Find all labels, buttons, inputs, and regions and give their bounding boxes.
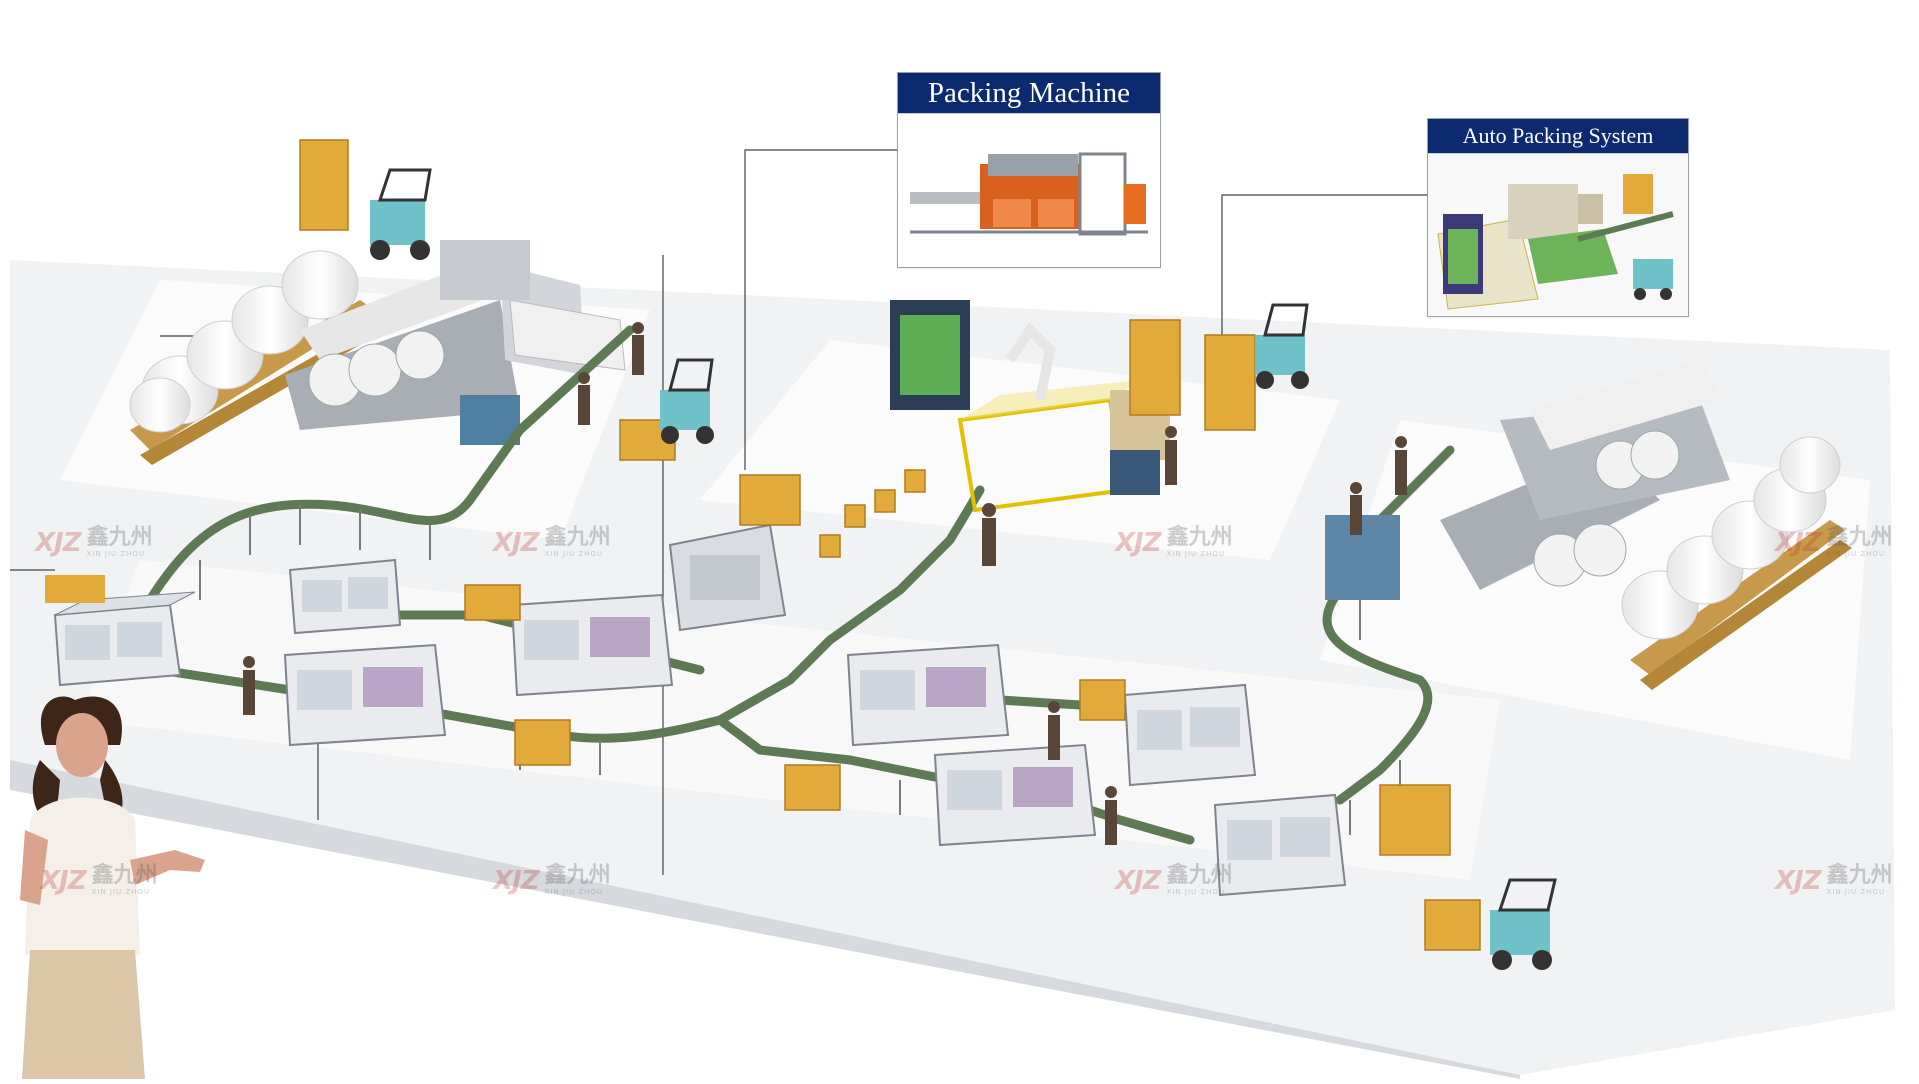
auto-packing-system-callout: Auto Packing System bbox=[1427, 118, 1689, 317]
watermark-logo: XJZ bbox=[1115, 865, 1162, 896]
watermark-logo: XJZ bbox=[40, 865, 87, 896]
auto-packing-system-thumbnail bbox=[1428, 154, 1688, 315]
carton-stacks bbox=[299, 139, 1481, 951]
rewinder-machine-right bbox=[1325, 360, 1730, 600]
forklifts bbox=[370, 168, 1557, 970]
watermark-logo: XJZ bbox=[493, 527, 540, 558]
watermark-cn: 鑫九州 bbox=[544, 525, 611, 550]
auto-packing-system-title: Auto Packing System bbox=[1428, 119, 1688, 154]
watermark-en: XIN JIU ZHOU bbox=[544, 888, 604, 896]
rewinder-machine-left bbox=[285, 240, 626, 445]
paper-roll-stands-right bbox=[1621, 436, 1852, 690]
palletizing-cell bbox=[890, 300, 1170, 513]
workers bbox=[243, 322, 1407, 845]
watermark-cn: 鑫九州 bbox=[1166, 863, 1233, 888]
watermark-en: XIN JIU ZHOU bbox=[1166, 888, 1226, 896]
watermark-en: XIN JIU ZHOU bbox=[1166, 550, 1226, 558]
watermark-en: XIN JIU ZHOU bbox=[1826, 550, 1886, 558]
watermark-cn: 鑫九州 bbox=[544, 863, 611, 888]
watermark-en: XIN JIU ZHOU bbox=[86, 550, 146, 558]
presenter-figure bbox=[20, 696, 205, 1079]
watermark-logo: XJZ bbox=[1775, 865, 1822, 896]
watermark-cn: 鑫九州 bbox=[1826, 863, 1893, 888]
packing-machine-title: Packing Machine bbox=[898, 73, 1160, 114]
watermark-en: XIN JIU ZHOU bbox=[1826, 888, 1886, 896]
watermark-logo: XJZ bbox=[1115, 527, 1162, 558]
packing-machines bbox=[45, 523, 1347, 897]
watermark-cn: 鑫九州 bbox=[1166, 525, 1233, 550]
watermark-en: XIN JIU ZHOU bbox=[544, 550, 604, 558]
watermark-cn: 鑫九州 bbox=[1826, 525, 1893, 550]
watermark-logo: XJZ bbox=[35, 527, 82, 558]
packing-machine-callout: Packing Machine bbox=[897, 72, 1161, 268]
packing-machine-thumbnail bbox=[898, 114, 1160, 266]
watermark-logo: XJZ bbox=[1775, 527, 1822, 558]
watermark-en: XIN JIU ZHOU bbox=[91, 888, 151, 896]
watermark-cn: 鑫九州 bbox=[86, 525, 153, 550]
watermark-cn: 鑫九州 bbox=[91, 863, 158, 888]
watermark-logo: XJZ bbox=[493, 865, 540, 896]
